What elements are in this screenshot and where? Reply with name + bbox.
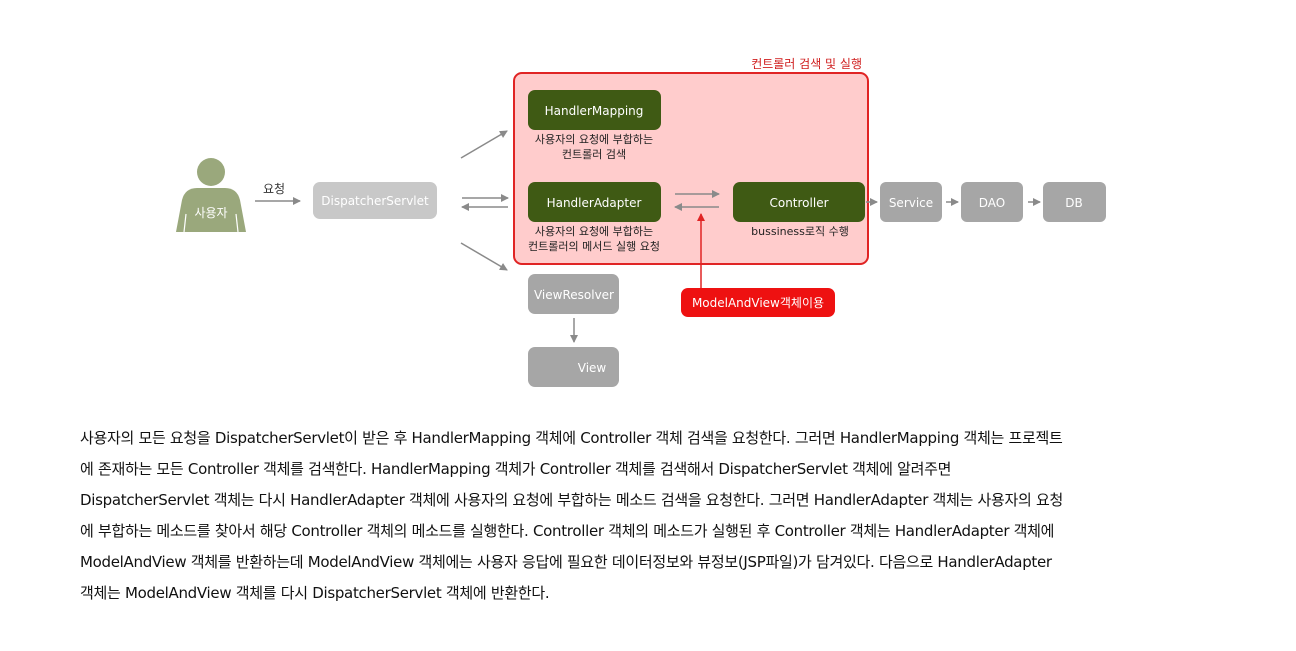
paragraph-line: 에 부합하는 메소드를 찾아서 해당 Controller 객체의 메소드를 실…: [80, 522, 1055, 540]
dispatcher-servlet-label: DispatcherServlet: [321, 194, 429, 208]
controller-caption: bussiness로직 수행: [751, 225, 849, 238]
view-node: View: [528, 347, 619, 387]
model-and-view-label: ModelAndView객체이용: [692, 296, 824, 310]
db-label: DB: [1065, 196, 1082, 210]
handler-mapping-caption-1: 사용자의 요청에 부합하는: [535, 132, 653, 146]
service-label: Service: [889, 196, 933, 210]
paragraph-line: 에 존재하는 모든 Controller 객체를 검색한다. HandlerMa…: [80, 460, 952, 478]
dispatcher-servlet-node: DispatcherServlet: [313, 182, 437, 219]
dispatcher-to-viewresolver-arrow: [460, 242, 508, 271]
dao-node: DAO: [961, 182, 1023, 222]
request-label: 요청: [263, 182, 285, 196]
spring-mvc-flow-diagram: 컨트롤러 검색 및 실행 사용자 요청 DispatcherServlet Ha…: [176, 56, 1106, 387]
view-label: View: [578, 361, 607, 375]
service-node: Service: [880, 182, 942, 222]
paragraph-line: 사용자의 모든 요청을 DispatcherServlet이 받은 후 Hand…: [80, 429, 1063, 447]
view-resolver-label: ViewResolver: [534, 288, 614, 302]
view-resolver-node: ViewResolver: [528, 274, 619, 314]
controller-label: Controller: [769, 196, 828, 210]
user-icon: [176, 158, 246, 233]
user-label: 사용자: [194, 206, 227, 220]
controller-node: Controller: [733, 182, 865, 222]
handler-mapping-label: HandlerMapping: [545, 104, 644, 118]
description-paragraph: 사용자의 모든 요청을 DispatcherServlet이 받은 후 Hand…: [80, 423, 1240, 609]
paragraph-line: 객체는 ModelAndView 객체를 다시 DispatcherServle…: [80, 584, 550, 602]
handler-adapter-node: HandlerAdapter: [528, 182, 661, 222]
dao-label: DAO: [979, 196, 1005, 210]
handler-adapter-caption-1: 사용자의 요청에 부합하는: [535, 224, 653, 238]
model-and-view-callout: ModelAndView객체이용: [681, 288, 835, 317]
handler-adapter-caption-2: 컨트롤러의 메서드 실행 요청: [528, 240, 660, 253]
handler-mapping-node: HandlerMapping: [528, 90, 661, 130]
db-node: DB: [1043, 182, 1106, 222]
paragraph-line: DispatcherServlet 객체는 다시 HandlerAdapter …: [80, 491, 1063, 509]
dispatcher-to-mapping-arrow: [460, 130, 508, 159]
handler-mapping-caption-2: 컨트롤러 검색: [562, 148, 626, 161]
paragraph-line: ModelAndView 객체를 반환하는데 ModelAndView 객체에는…: [80, 553, 1052, 571]
handler-adapter-label: HandlerAdapter: [547, 196, 642, 210]
region-label: 컨트롤러 검색 및 실행: [751, 56, 862, 71]
